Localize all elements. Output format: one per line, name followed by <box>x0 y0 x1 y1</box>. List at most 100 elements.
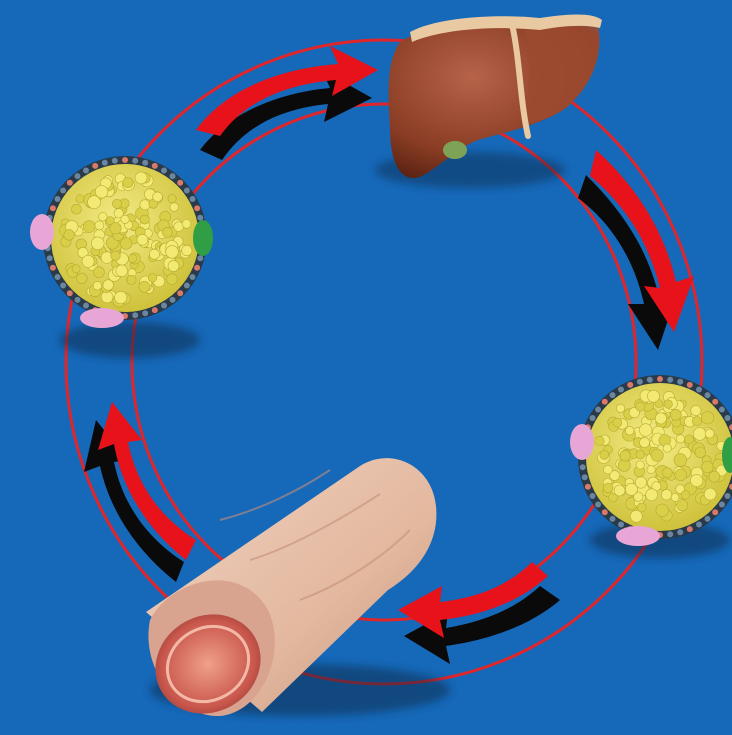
lipid-dot <box>135 172 147 184</box>
lipid-dot <box>663 468 673 478</box>
lipid-dot <box>71 204 81 214</box>
lipid-dot <box>676 435 684 443</box>
shell-bead <box>55 196 61 202</box>
lipid-dot <box>656 504 669 517</box>
lipid-dot <box>620 450 631 461</box>
shell-bead <box>47 255 53 261</box>
shell-bead <box>696 522 702 528</box>
lipid-dot <box>647 465 655 473</box>
shell-bead <box>602 399 608 405</box>
lipid-dot <box>648 390 660 402</box>
shell-bead <box>580 464 586 470</box>
lipid-dot <box>681 491 690 500</box>
lipid-dot <box>690 474 702 486</box>
shell-bead <box>60 188 66 194</box>
lipid-dot <box>705 429 714 438</box>
lipid-dot <box>691 405 701 415</box>
shell-bead <box>647 377 653 383</box>
shell-bead <box>60 283 66 289</box>
lipid-dot <box>166 246 179 259</box>
lipid-dot <box>674 454 687 467</box>
shell-bead <box>83 168 89 174</box>
shell-bead <box>677 379 683 385</box>
shell-bead <box>627 382 633 388</box>
shell-bead <box>719 407 725 413</box>
lipid-dot <box>121 215 129 223</box>
lipid-dot <box>614 485 625 496</box>
lipid-dot <box>677 500 688 511</box>
shell-bead <box>590 493 596 499</box>
shell-bead <box>705 392 711 398</box>
shell-bead <box>705 516 711 522</box>
lipid-dot <box>168 261 179 272</box>
lipid-dot <box>603 483 613 493</box>
lipid-dot <box>182 220 191 229</box>
shell-bead <box>142 310 148 316</box>
lipid-dot <box>613 418 622 427</box>
lipid-dot <box>182 245 192 255</box>
lipid-dot <box>670 409 681 420</box>
lipid-dot <box>93 281 102 290</box>
shell-bead <box>657 376 663 382</box>
lipid-dot <box>695 447 706 458</box>
lipid-dot <box>139 281 150 292</box>
shell-bead <box>712 399 718 405</box>
shell-bead <box>725 415 731 421</box>
shell-bead <box>667 377 673 383</box>
lipid-dot <box>168 194 176 202</box>
lipid-dot <box>693 428 706 441</box>
lipid-dot <box>140 215 149 224</box>
shell-bead <box>667 531 673 537</box>
shell-bead <box>132 158 138 164</box>
lipid-dot <box>170 203 179 212</box>
shell-bead <box>590 415 596 421</box>
lipid-dot <box>162 227 172 237</box>
shell-bead <box>50 205 56 211</box>
lipid-dot <box>630 510 642 522</box>
lipid-dot <box>625 483 637 495</box>
shell-bead <box>55 274 61 280</box>
lipid-dot <box>646 489 658 501</box>
lipid-dot <box>103 280 114 291</box>
shell-bead <box>152 163 158 169</box>
lipid-dot <box>675 469 687 481</box>
shell-bead <box>582 474 588 480</box>
shell-bead <box>637 379 643 385</box>
shell-bead <box>142 160 148 166</box>
lipid-dot <box>112 199 121 208</box>
shell-bead <box>67 180 73 186</box>
lipid-dot <box>639 424 652 437</box>
shell-bead <box>50 265 56 271</box>
shell-bead <box>677 529 683 535</box>
shell-bead <box>696 387 702 393</box>
lipid-dot <box>709 471 720 482</box>
lipid-dot <box>129 254 137 262</box>
shell-bead <box>112 158 118 164</box>
shell-bead <box>177 290 183 296</box>
lipid-dot <box>95 186 108 199</box>
lipid-dot <box>671 494 679 502</box>
shell-bead <box>190 274 196 280</box>
shell-bead <box>197 255 203 261</box>
lipid-dot <box>640 438 650 448</box>
lipid-dot <box>704 488 716 500</box>
lipid-dot <box>82 255 94 267</box>
shell-bead <box>184 188 190 194</box>
shell-bead <box>197 215 203 221</box>
lipid-dot <box>115 291 127 303</box>
shell-bead <box>161 303 167 309</box>
lipid-dot <box>661 490 672 501</box>
lipid-core-dots <box>44 157 206 319</box>
lipid-dot <box>636 450 645 459</box>
shell-bead <box>75 297 81 303</box>
shell-bead <box>190 196 196 202</box>
lipid-dot <box>616 404 624 412</box>
lipid-dot <box>137 234 148 245</box>
lipid-dot <box>76 195 84 203</box>
lipid-dot <box>148 274 156 282</box>
shell-bead <box>184 283 190 289</box>
shell-bead <box>170 173 176 179</box>
shell-bead <box>610 392 616 398</box>
lipid-dot <box>64 230 75 241</box>
